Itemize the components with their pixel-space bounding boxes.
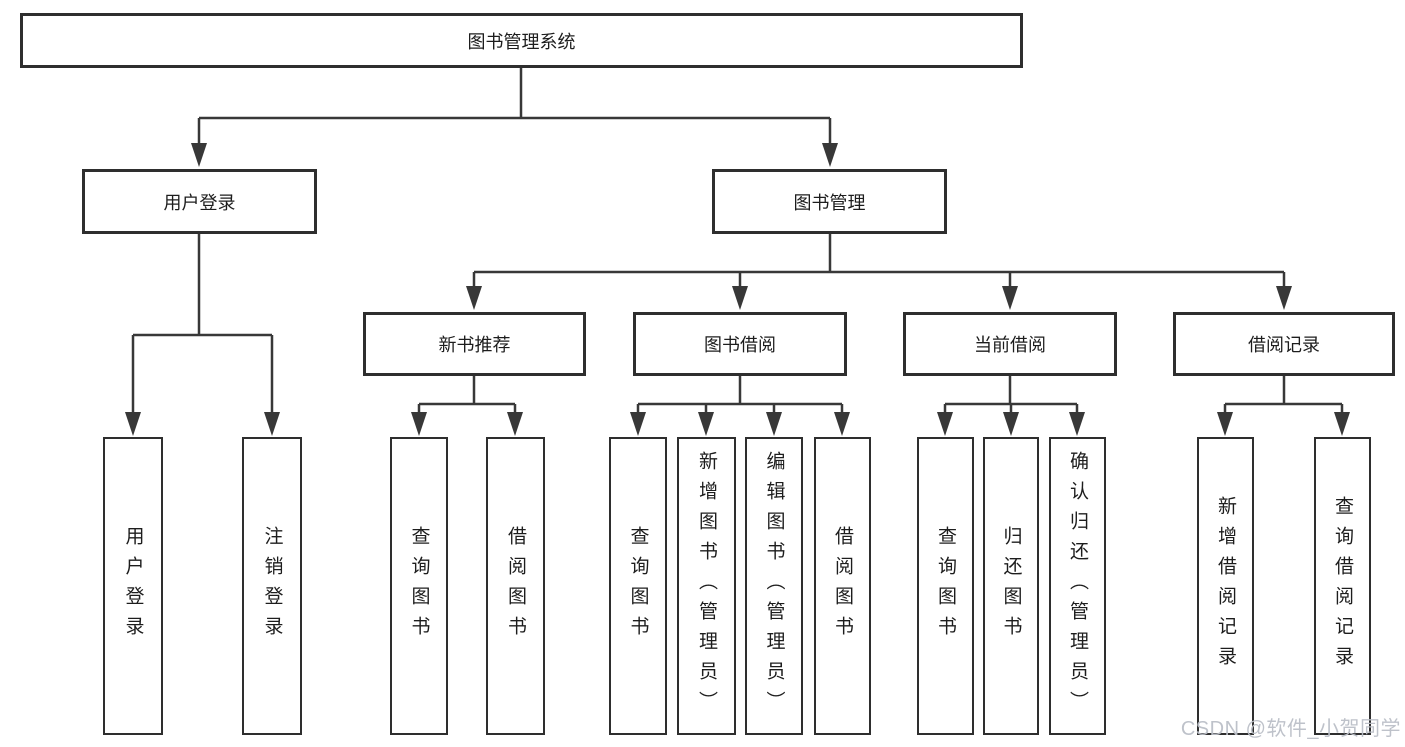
leaf-confirm-return-admin: 确认归还（管理员） — [1049, 437, 1106, 735]
node-label: 归还图书 — [1000, 526, 1022, 646]
node-label: 图书借阅 — [704, 335, 776, 355]
node-label: 图书管理系统 — [467, 31, 576, 52]
node-label: 借阅记录 — [1248, 335, 1320, 355]
leaf-query-books-borrowing: 查询图书 — [609, 437, 667, 735]
node-label: 新增图书（管理员） — [696, 451, 717, 721]
leaf-edit-books-admin: 编辑图书（管理员） — [745, 437, 803, 735]
node-label: 新书推荐 — [438, 335, 511, 355]
node-label: 注销登录 — [261, 526, 283, 646]
node-book-borrowing: 图书借阅 — [633, 312, 847, 376]
leaf-add-books-admin: 新增图书（管理员） — [677, 437, 736, 735]
node-label: 借阅图书 — [832, 526, 853, 646]
node-new-book-recommendation: 新书推荐 — [363, 312, 586, 376]
leaf-return-books: 归还图书 — [983, 437, 1039, 735]
node-label: 查询图书 — [408, 526, 430, 646]
node-book-management: 图书管理 — [712, 169, 947, 234]
node-label: 查询图书 — [627, 526, 649, 646]
node-label: 借阅图书 — [505, 526, 526, 646]
leaf-add-borrow-record: 新增借阅记录 — [1197, 437, 1254, 735]
node-label: 新增借阅记录 — [1215, 496, 1236, 676]
leaf-user-login: 用户登录 — [103, 437, 163, 735]
node-current-borrowing: 当前借阅 — [903, 312, 1117, 376]
node-label: 查询借阅记录 — [1332, 496, 1353, 676]
node-label: 图书管理 — [793, 192, 866, 213]
leaf-query-books-recommend: 查询图书 — [390, 437, 448, 735]
leaf-borrow-books-recommend: 借阅图书 — [486, 437, 545, 735]
node-label: 用户登录 — [122, 526, 144, 646]
leaf-query-borrow-record: 查询借阅记录 — [1314, 437, 1371, 735]
node-label: 查询图书 — [935, 526, 956, 646]
node-library-system: 图书管理系统 — [20, 13, 1023, 68]
node-user-login: 用户登录 — [82, 169, 317, 234]
leaf-logout: 注销登录 — [242, 437, 302, 735]
leaf-query-books-current: 查询图书 — [917, 437, 974, 735]
watermark: CSDN @软件_小贺同学 — [1180, 718, 1401, 740]
node-label: 当前借阅 — [974, 335, 1046, 355]
node-borrowing-records: 借阅记录 — [1173, 312, 1395, 376]
node-label: 编辑图书（管理员） — [763, 451, 785, 721]
node-label: 用户登录 — [163, 192, 236, 213]
node-label: 确认归还（管理员） — [1067, 451, 1088, 721]
leaf-borrow-books-borrowing: 借阅图书 — [814, 437, 871, 735]
